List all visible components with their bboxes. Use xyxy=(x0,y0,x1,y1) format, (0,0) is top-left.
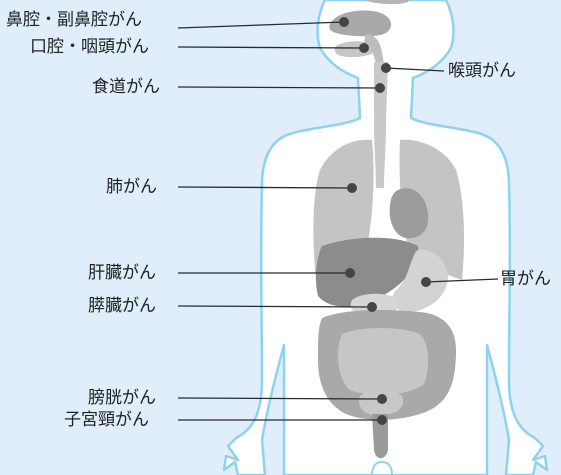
label-lung-cancer: 肺がん xyxy=(106,177,157,197)
marker-lung xyxy=(347,183,357,193)
label-stomach-cancer: 胃がん xyxy=(500,269,551,289)
marker-pancreas xyxy=(367,302,377,312)
marker-nasal xyxy=(339,17,349,27)
marker-cervix xyxy=(377,415,387,425)
leader-line-esophagus xyxy=(178,87,380,88)
marker-oral-pharynx xyxy=(359,43,369,53)
label-oral-pharynx-cancer: 口腔・咽頭がん xyxy=(30,37,149,57)
label-nasal-cancer: 鼻腔・副鼻腔がん xyxy=(6,10,142,30)
marker-liver xyxy=(345,268,355,278)
lower-opening xyxy=(372,462,392,475)
small-intestine-organ xyxy=(338,328,428,395)
marker-bladder xyxy=(377,394,387,404)
marker-esophagus xyxy=(375,83,385,93)
marker-stomach xyxy=(421,277,431,287)
label-liver-cancer: 肝臓がん xyxy=(88,263,156,283)
label-cervix-cancer: 子宮頸がん xyxy=(64,410,149,430)
label-pancreas-cancer: 膵臓がん xyxy=(88,296,156,316)
marker-larynx xyxy=(381,63,391,73)
label-bladder-cancer: 膀胱がん xyxy=(88,388,156,408)
label-larynx-cancer: 喉頭がん xyxy=(448,61,516,81)
label-esophagus-cancer: 食道がん xyxy=(92,77,160,97)
